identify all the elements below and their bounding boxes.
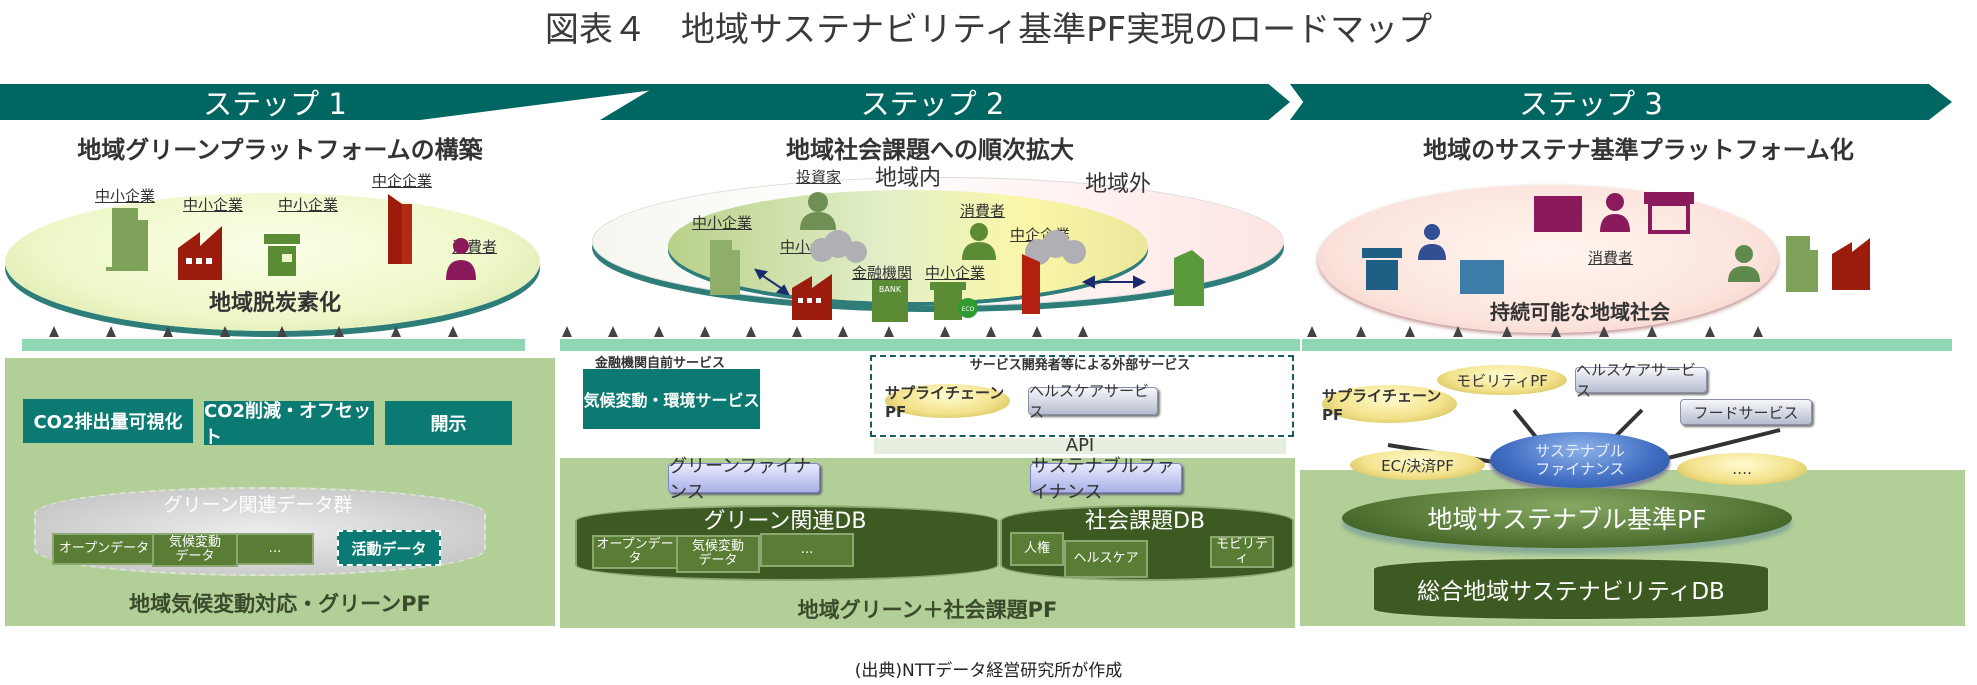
step1-actor-label: 中小企業 — [95, 187, 156, 205]
own-services-label: 金融機関自前サービス — [594, 356, 725, 371]
step1-icons — [106, 194, 476, 280]
more-node: …. — [1677, 453, 1807, 485]
factory-icon — [178, 226, 222, 280]
step3-label: ステップ 3 — [1519, 87, 1663, 121]
source-note: (出典)NTTデータ経営研究所が作成 — [854, 661, 1123, 681]
step2-heading: 地域社会課題への順次拡大 — [786, 136, 1074, 164]
apartment-icon — [1460, 260, 1504, 294]
healthcare-service-node: ヘルスケアサービス — [1028, 382, 1158, 421]
step2-actor-label: 金融機関 — [852, 264, 913, 282]
step1-banner: ステップ 1 — [0, 84, 700, 120]
shop-icon — [1644, 192, 1694, 234]
social-issue-db-label: 社会課題DB — [1084, 509, 1206, 534]
person-icon — [1728, 245, 1760, 282]
step2-actor-label: 中小企業 — [692, 214, 753, 232]
spoke-line — [1659, 428, 1781, 462]
outside-region-label: 地域外 — [1085, 172, 1152, 197]
integrated-sustainability-db: 総合地域サステナビリティDB — [1372, 557, 1770, 621]
cloud-icon — [810, 230, 867, 263]
tall-building-icon — [1022, 254, 1040, 314]
person-icon — [962, 223, 996, 260]
step2-actor-label: 投資家 — [796, 168, 842, 186]
db-chip: モビリティ — [1210, 536, 1274, 568]
green-data-group-label: グリーン関連データ群 — [163, 494, 353, 516]
service-disclosure: 開示 — [385, 401, 512, 445]
step1-up-arrows — [0, 326, 560, 338]
activity-data-chip: 活動データ — [337, 530, 441, 566]
step1-actor-label: 中企企業 — [372, 172, 433, 190]
office-building-icon — [1174, 250, 1204, 306]
sustainable-finance-hub: サステナブル ファイナンス — [1490, 432, 1670, 488]
svg-text:ECO: ECO — [962, 306, 975, 313]
shop-icon — [1362, 248, 1402, 290]
external-services-box — [870, 355, 1294, 437]
person-icon — [1600, 193, 1630, 232]
shop-icon — [930, 282, 966, 320]
office-building-icon — [710, 240, 740, 295]
shop-icon — [264, 234, 300, 276]
apartment-icon — [1534, 196, 1582, 232]
sustainable-finance-node: サステナブルファイナンス — [1030, 456, 1182, 503]
db-chip: 気候変動 データ — [676, 535, 760, 573]
green-finance-node: グリーンファイナンス — [668, 456, 820, 503]
step1-actor-label: 中小企業 — [183, 196, 244, 214]
factory-icon — [792, 274, 832, 320]
step1-center-label: 地域脱炭素化 — [208, 291, 341, 316]
green-db-label: グリーン関連DB — [703, 509, 867, 534]
office-building-icon — [1786, 236, 1818, 292]
step3-up-arrows — [1300, 326, 1977, 338]
step2-up-arrows — [560, 326, 1300, 338]
figure-title: 図表４ 地域サステナビリティ基準PF実現のロードマップ — [544, 10, 1433, 50]
db-chip: ヘルスケア — [1064, 540, 1148, 578]
service-co2-reduction-offset: CO2削減・オフセット — [204, 401, 374, 448]
step2-connector-bar — [560, 339, 1300, 351]
office-building-icon — [106, 208, 148, 271]
data-chip-open: オープンデータ — [52, 533, 156, 565]
step1-actor-label: 中小企業 — [278, 196, 339, 214]
step1-label: ステップ 1 — [203, 87, 347, 121]
person-icon — [446, 238, 476, 280]
step2-banner: ステップ 2 — [575, 84, 1290, 120]
step3-banner: ステップ 3 — [1290, 84, 1952, 120]
supply-chain-pf-node: サプライチェーンPF — [1322, 385, 1457, 424]
food-service-node: フードサービス — [1680, 399, 1812, 425]
step3-connector-bar — [1302, 339, 1952, 351]
step1-connector-bar — [22, 339, 525, 351]
inside-region-label: 地域内 — [875, 166, 942, 191]
step3-center-label: 持続可能な地域社会 — [1490, 300, 1670, 324]
db-chip: オープンデータ — [592, 535, 678, 569]
mobility-pf-node: モビリティPF — [1437, 365, 1567, 395]
step3-heading: 地域のサステナ基準プラットフォーム化 — [1423, 136, 1854, 164]
step2-icons: BANK ECO — [710, 192, 1204, 322]
step1-platform-label: 地域気候変動対応・グリーンPF — [129, 592, 431, 616]
regional-sustainable-standard-pf: 地域サステナブル基準PF — [1342, 488, 1792, 548]
tall-building-icon — [388, 194, 412, 264]
step3-consumer-label: 消費者 — [1588, 249, 1634, 267]
step1-heading: 地域グリーンプラットフォームの構築 — [77, 136, 483, 164]
ec-payment-pf-node: EC/決済PF — [1350, 450, 1485, 480]
eco-badge-icon: ECO — [958, 298, 978, 318]
supply-chain-pf-node: サプライチェーンPF — [885, 384, 1010, 421]
step2-actor-label: 中小企業 — [925, 264, 986, 282]
healthcare-service-node: ヘルスケアサービス — [1575, 361, 1707, 400]
api-layer: API — [874, 437, 1286, 455]
db-chip: 人権 — [1010, 532, 1064, 566]
data-chip-climate: 気候変動 データ — [152, 533, 238, 567]
factory-icon — [1832, 238, 1870, 290]
service-co2-visualization: CO2排出量可視化 — [23, 399, 193, 443]
step2-label: ステップ 2 — [860, 87, 1005, 121]
person-icon — [1418, 224, 1446, 260]
bidirectional-arrow-icon — [754, 268, 790, 296]
bank-sign: BANK — [879, 285, 902, 294]
external-services-label: サービス開発者等による外部サービス — [969, 358, 1191, 373]
person-icon — [800, 192, 836, 230]
service-climate-environment: 気候変動・環境サービス — [583, 369, 760, 429]
bidirectional-arrow-icon — [1081, 275, 1147, 289]
db-chip: … — [760, 533, 854, 567]
step2-platform-label: 地域グリーン＋社会課題PF — [797, 598, 1058, 622]
data-chip-more: … — [236, 533, 314, 565]
step3-icons — [1362, 192, 1870, 294]
bank-icon: BANK — [872, 280, 908, 322]
step2-actor-label: 消費者 — [960, 202, 1006, 220]
